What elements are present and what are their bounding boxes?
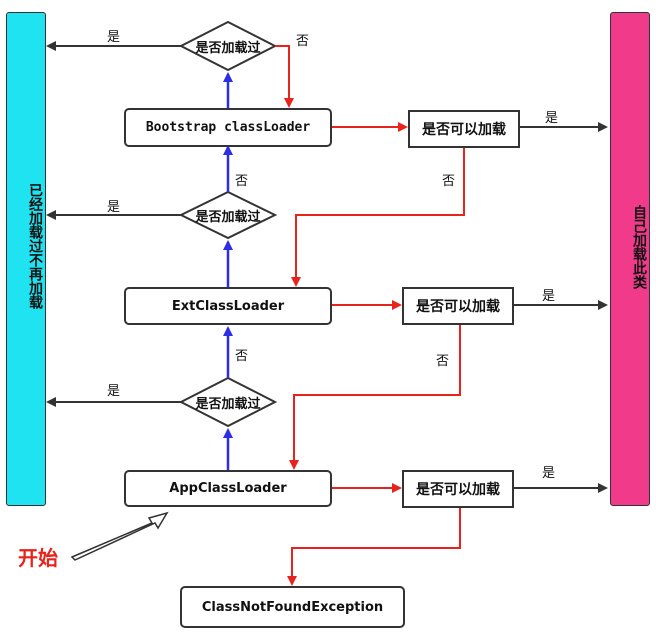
no-label-top: 否 [296, 34, 310, 49]
decision-diamond-top [178, 20, 278, 72]
decision-diamond-middle [178, 190, 278, 240]
yes-label-left-bottom: 是 [107, 384, 121, 399]
arrow-no-top-to-bootstrap [275, 45, 294, 108]
yes-label-left-top: 是 [107, 30, 121, 45]
yes-label-right-middle: 是 [542, 289, 556, 304]
can-load-box-middle: 是否可以加载 [402, 287, 514, 325]
can-load-box-bottom: 是否可以加载 [402, 470, 514, 508]
load-self-text: 自己加载此类 [631, 205, 647, 289]
arrow-no-ext-to-app [289, 325, 461, 470]
no-label-ext-up: 否 [235, 349, 249, 364]
start-label: 开始 [18, 546, 58, 570]
arrow-no-app-to-exception [287, 508, 461, 586]
no-label-bootstrap-up: 否 [235, 174, 249, 189]
bootstrap-loader-node: Bootstrap classLoader [124, 108, 332, 147]
ext-loader-node: ExtClassLoader [124, 287, 332, 325]
no-label-canload-middle: 否 [436, 354, 450, 369]
already-loaded-bar: 已经加载过不再加载 [6, 12, 46, 506]
yes-label-right-top: 是 [545, 111, 559, 126]
already-loaded-text: 已经加载过不再加载 [27, 183, 43, 309]
can-load-box-top: 是否可以加载 [408, 110, 520, 148]
yes-label-left-middle: 是 [107, 200, 121, 215]
app-loader-node: AppClassLoader [124, 470, 332, 507]
no-label-canload-top: 否 [442, 174, 456, 189]
loaded-label-top: 是否加载过 [195, 41, 261, 56]
loaded-label-middle: 是否加载过 [195, 210, 261, 225]
exception-node: ClassNotFoundException [180, 586, 405, 628]
start-arrow [70, 511, 169, 561]
loaded-label-bottom: 是否加载过 [195, 397, 261, 412]
arrow-no-bootstrap-to-ext [291, 148, 465, 287]
load-self-bar: 自己加载此类 [610, 12, 650, 506]
yes-label-right-bottom: 是 [542, 466, 556, 481]
decision-diamond-bottom [178, 376, 278, 428]
